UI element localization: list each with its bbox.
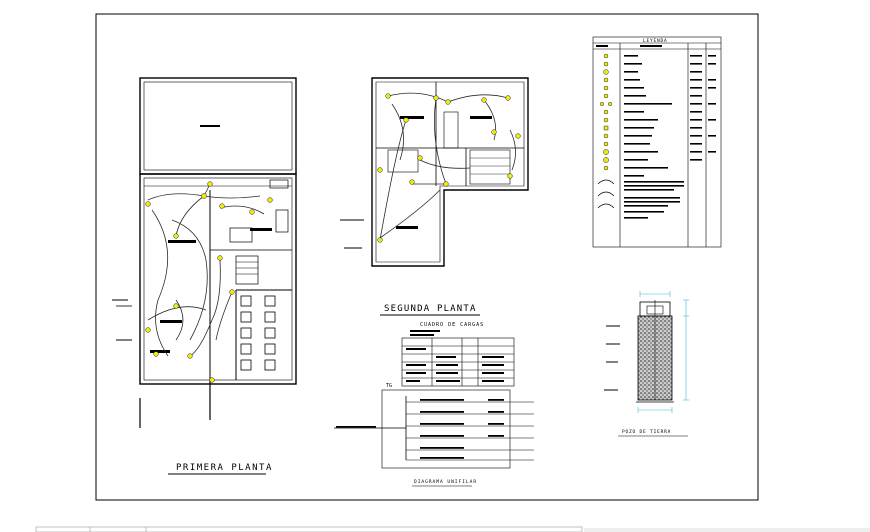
first-floor-fixtures bbox=[145, 181, 273, 383]
single-line-title: DIAGRAMA UNIFILAR bbox=[414, 479, 477, 485]
grounding-dimensions bbox=[637, 291, 689, 413]
grounding-callouts bbox=[604, 325, 620, 391]
first-floor-wiring bbox=[147, 183, 265, 357]
legend-symbols bbox=[600, 53, 613, 171]
single-line-diagram bbox=[334, 389, 534, 469]
load-table bbox=[401, 330, 515, 387]
second-floor-fixtures bbox=[377, 93, 521, 243]
second-floor-wiring bbox=[379, 92, 516, 241]
legend-table bbox=[592, 36, 722, 248]
grounding-well bbox=[636, 300, 674, 403]
legend-title: LEYENDA bbox=[643, 38, 668, 44]
tg-label: TG bbox=[386, 383, 392, 389]
second-floor-plan bbox=[340, 77, 529, 267]
first-floor-plan bbox=[112, 77, 297, 428]
second-floor-title: SEGUNDA PLANTA bbox=[384, 304, 477, 314]
bottom-status-strip bbox=[35, 526, 870, 532]
drawing-frame bbox=[95, 13, 759, 501]
grounding-title: POZO DE TIERRA bbox=[622, 429, 671, 435]
first-floor-title: PRIMERA PLANTA bbox=[176, 463, 273, 473]
legend-wire-symbols bbox=[597, 179, 615, 209]
load-table-title: CUADRO DE CARGAS bbox=[420, 322, 484, 328]
